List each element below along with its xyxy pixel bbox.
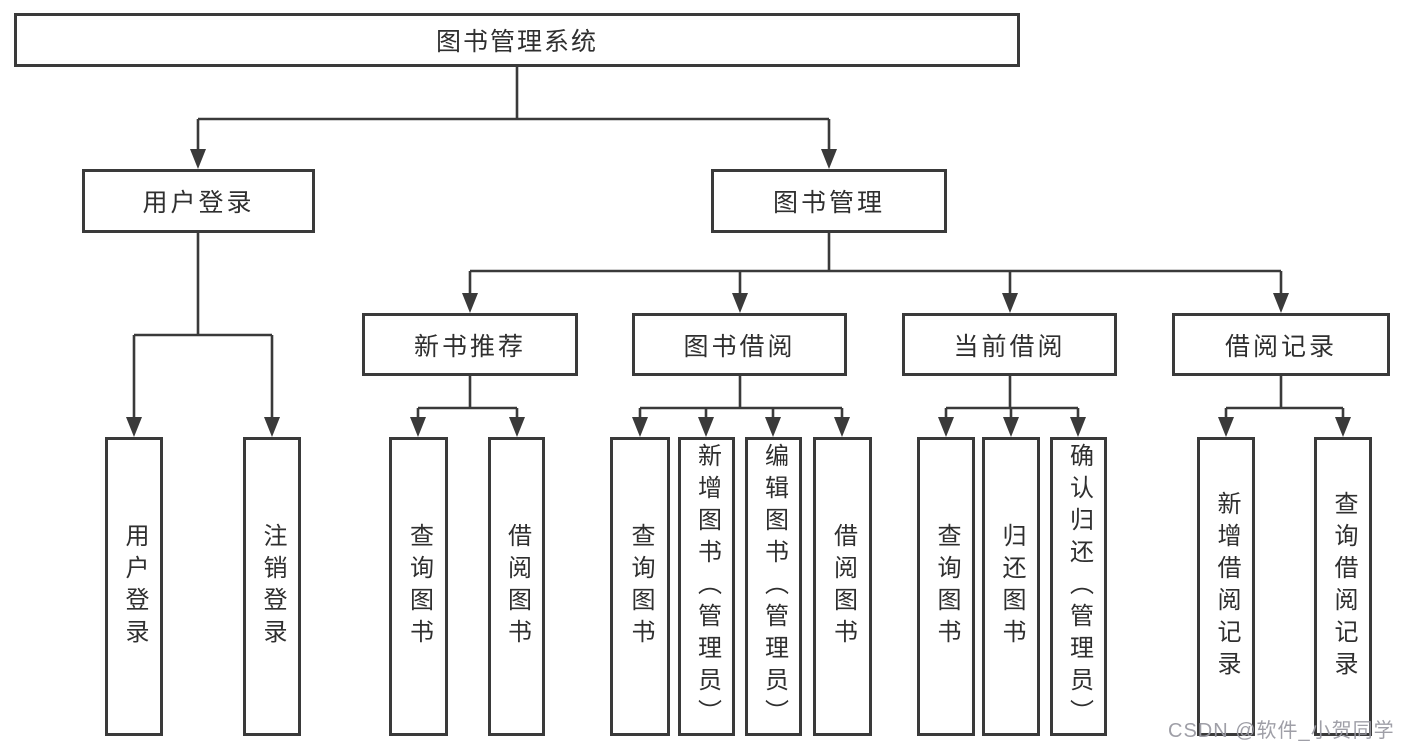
- leaf-label: 借阅图书: [503, 522, 531, 651]
- leaf-query-books-borrow: 查询图书: [610, 437, 670, 736]
- node-current-borrow: 当前借阅: [902, 313, 1117, 376]
- connector-book-borrow-children: [638, 376, 844, 419]
- leaf-label: 查询图书: [405, 522, 433, 651]
- leaf-borrow-books: 借阅图书: [813, 437, 872, 736]
- leaf-query-books-recommend: 查询图书: [389, 437, 448, 736]
- leaf-label: 编辑图书（管理员）: [760, 442, 788, 731]
- node-book-borrow: 图书借阅: [632, 313, 847, 376]
- connector-user-login-children: [132, 233, 274, 419]
- leaf-label: 注销登录: [259, 522, 286, 651]
- leaf-edit-books-admin: 编辑图书（管理员）: [745, 437, 802, 736]
- leaf-logout: 注销登录: [243, 437, 301, 736]
- node-new-book-recommend: 新书推荐: [362, 313, 578, 376]
- leaf-confirm-return-admin: 确认归还（管理员）: [1050, 437, 1107, 736]
- leaf-add-borrow-record: 新增借阅记录: [1197, 437, 1255, 736]
- node-borrow-records: 借阅记录: [1172, 313, 1390, 376]
- leaf-return-books: 归还图书: [982, 437, 1040, 736]
- node-label: 当前借阅: [953, 332, 1066, 361]
- leaf-label: 新增借阅记录: [1213, 490, 1240, 683]
- connector-current-borrow-children: [944, 376, 1080, 419]
- connector-root-to-level2: [196, 67, 831, 151]
- node-book-management: 图书管理: [711, 169, 947, 233]
- node-label: 用户登录: [142, 189, 255, 217]
- node-root-system: 图书管理系统: [14, 13, 1020, 67]
- node-label: 图书管理系统: [435, 28, 598, 56]
- leaf-add-books-admin: 新增图书（管理员）: [678, 437, 735, 736]
- node-label: 图书借阅: [683, 332, 796, 361]
- leaf-label: 查询图书: [933, 522, 960, 651]
- node-label: 借阅记录: [1224, 332, 1337, 361]
- leaf-label: 确认归还（管理员）: [1065, 442, 1093, 731]
- leaf-label: 新增图书（管理员）: [693, 442, 721, 731]
- leaf-query-books-current: 查询图书: [917, 437, 975, 736]
- watermark: CSDN @软件_小贺同学: [1168, 720, 1395, 742]
- connector-borrow-records-children: [1224, 376, 1345, 419]
- node-user-login: 用户登录: [82, 169, 315, 233]
- node-label: 图书管理: [772, 189, 885, 217]
- leaf-label: 查询借阅记录: [1330, 490, 1357, 683]
- connector-book-mgmt-children: [468, 233, 1283, 295]
- leaf-user-login: 用户登录: [105, 437, 163, 736]
- leaf-borrow-books-recommend: 借阅图书: [488, 437, 545, 736]
- connector-new-book-children: [416, 376, 519, 419]
- node-label: 新书推荐: [413, 332, 526, 361]
- leaf-label: 用户登录: [121, 522, 148, 651]
- leaf-query-borrow-record: 查询借阅记录: [1314, 437, 1372, 736]
- leaf-label: 借阅图书: [829, 522, 857, 651]
- leaf-label: 查询图书: [627, 522, 654, 651]
- leaf-label: 归还图书: [998, 522, 1025, 651]
